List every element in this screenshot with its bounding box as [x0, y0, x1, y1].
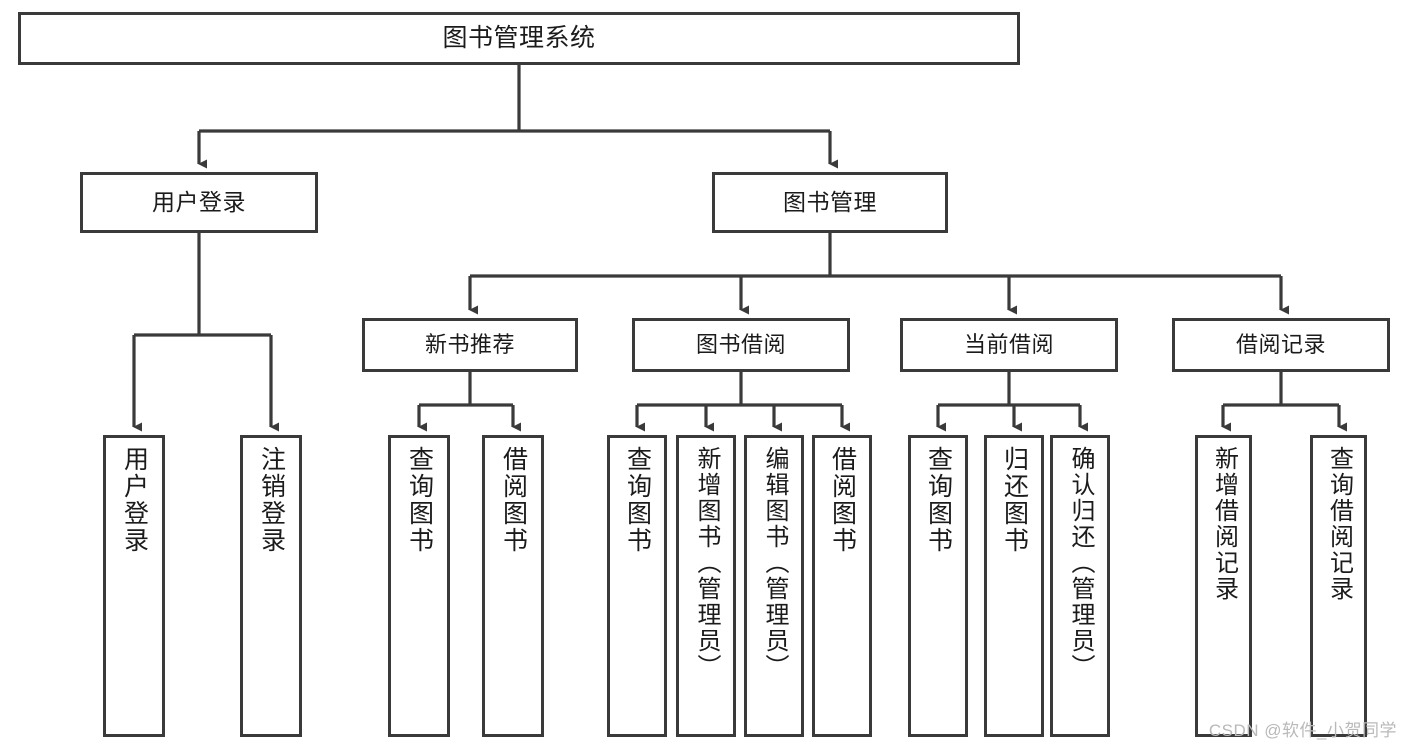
node-new-book-rec: 新书推荐 [362, 318, 578, 372]
node-leaf-current-confirm-return-label: 确认归还（管理员） [1067, 446, 1094, 680]
node-leaf-record-query: 查询借阅记录 [1310, 435, 1367, 737]
node-borrow-record-label: 借阅记录 [1235, 332, 1326, 358]
node-leaf-rec-query-book: 查询图书 [388, 435, 450, 737]
node-root-system-label: 图书管理系统 [442, 24, 596, 53]
node-user-login: 用户登录 [80, 172, 318, 233]
node-leaf-borrow-borrow-book: 借阅图书 [812, 435, 872, 737]
node-leaf-current-confirm-return: 确认归还（管理员） [1050, 435, 1110, 737]
node-leaf-record-query-label: 查询借阅记录 [1325, 446, 1353, 602]
node-leaf-rec-borrow-book-label: 借阅图书 [499, 446, 528, 554]
node-leaf-current-return-book: 归还图书 [984, 435, 1044, 737]
node-new-book-rec-label: 新书推荐 [424, 332, 515, 358]
node-leaf-user-login-label: 用户登录 [120, 446, 149, 554]
node-current-borrow-label: 当前借阅 [963, 332, 1054, 358]
node-leaf-borrow-edit-book: 编辑图书（管理员） [744, 435, 804, 737]
node-leaf-rec-query-book-label: 查询图书 [405, 446, 434, 554]
node-root-system: 图书管理系统 [18, 12, 1020, 65]
node-leaf-current-query-book: 查询图书 [908, 435, 968, 737]
node-current-borrow: 当前借阅 [900, 318, 1118, 372]
node-user-login-label: 用户登录 [152, 189, 246, 216]
node-leaf-borrow-add-book: 新增图书（管理员） [676, 435, 736, 737]
node-book-borrow: 图书借阅 [632, 318, 850, 372]
node-leaf-borrow-query-book: 查询图书 [607, 435, 667, 737]
node-leaf-borrow-edit-book-label: 编辑图书（管理员） [761, 446, 788, 680]
node-leaf-user-logout-label: 注销登录 [257, 446, 286, 554]
node-leaf-borrow-borrow-book-label: 借阅图书 [828, 446, 857, 554]
node-leaf-rec-borrow-book: 借阅图书 [482, 435, 544, 737]
node-leaf-record-add: 新增借阅记录 [1195, 435, 1252, 737]
node-book-manage-label: 图书管理 [783, 189, 877, 216]
node-leaf-user-logout: 注销登录 [240, 435, 302, 737]
node-borrow-record: 借阅记录 [1172, 318, 1390, 372]
node-leaf-borrow-query-book-label: 查询图书 [623, 446, 652, 554]
node-leaf-record-add-label: 新增借阅记录 [1210, 446, 1238, 602]
csdn-watermark: CSDN @软件_小贺同学 [1208, 721, 1397, 740]
node-leaf-borrow-add-book-label: 新增图书（管理员） [693, 446, 720, 680]
node-book-borrow-label: 图书借阅 [695, 332, 786, 358]
node-book-manage: 图书管理 [712, 172, 948, 233]
node-leaf-current-query-book-label: 查询图书 [924, 446, 953, 554]
node-leaf-current-return-book-label: 归还图书 [1000, 446, 1029, 554]
node-leaf-user-login: 用户登录 [103, 435, 165, 737]
